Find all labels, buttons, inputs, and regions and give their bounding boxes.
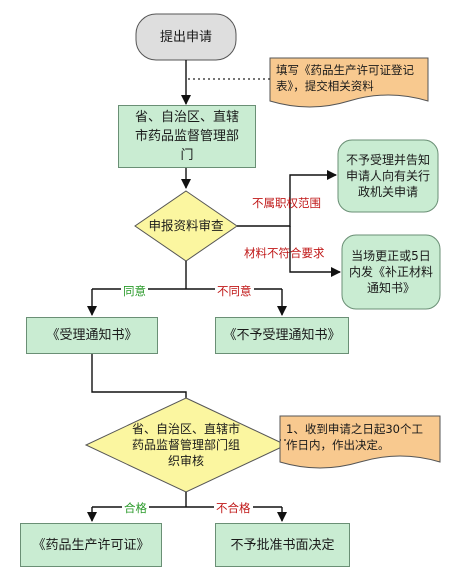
supplement-shape [341,234,441,310]
accept-notice-node: 《受理通知书》 [26,317,158,354]
edge-label-out-of-scope: 不属职权范围 [252,196,321,210]
denial-decision-node: 不予批准书面决定 [215,523,350,567]
provincial-dept-node: 省、自治区、直辖市药品监督管理部门 [118,105,256,168]
edge-label-incomplete: 材料不符合要求 [244,246,325,260]
organize-review-decision: 省、自治区、直辖市药品监督管理部门组织审核 [132,422,241,468]
fill-form-note-shape [269,57,429,108]
edge-label-agree: 同意 [121,283,148,299]
fill-form-note: 填写《药品生产许可证登记表》，提交相关资料 [276,63,414,93]
start-node: 提出申请 [159,29,212,45]
arrow-review-to-reject-scope [237,170,337,227]
reject-out-of-scope-node: 不予受理并告知申请人向有关行政机关申请 [345,153,430,199]
edge-label-disagree: 不同意 [215,283,254,299]
supplement-node: 当场更正或5日内发《补正材料通知书》 [348,249,433,295]
review-deadline-note-shape [279,415,441,469]
arrow-review-to-supplement [289,226,341,277]
license-node: 《药品生产许可证》 [20,523,162,567]
reject-out-of-scope-shape [337,139,439,213]
arrow-accept-to-organize [91,354,191,411]
reject-notice-node: 《不予受理通知书》 [215,317,349,354]
edge-label-fail: 不合格 [214,500,253,516]
review-deadline-note: 1、收到申请之日起30个工作日内，作出决定。 [286,422,423,452]
edge-label-pass: 合格 [122,500,149,516]
review-decision: 申报资料审查 [148,218,224,233]
